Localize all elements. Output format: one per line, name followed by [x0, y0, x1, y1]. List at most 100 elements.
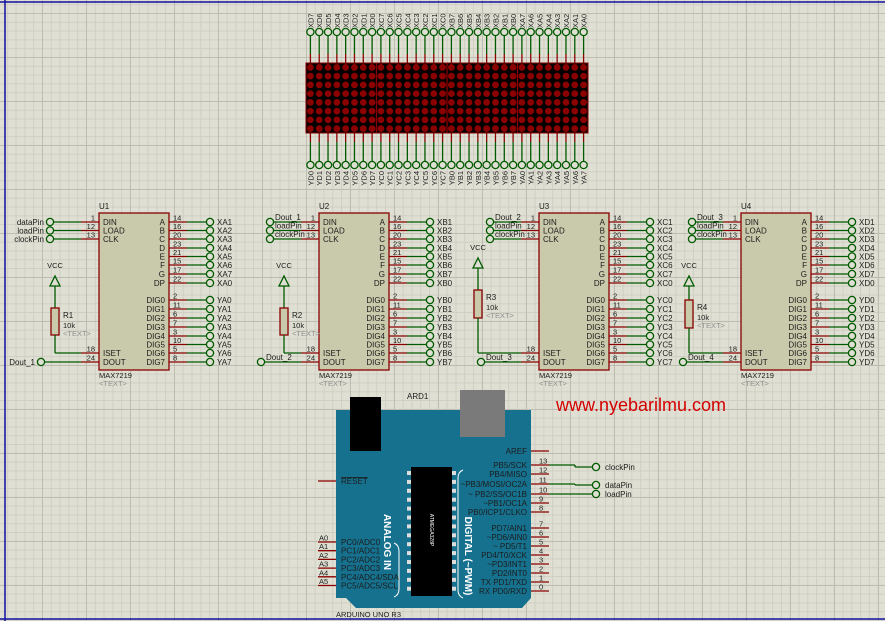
output-terminal[interactable]	[645, 322, 655, 332]
matrix-column-terminal[interactable]	[508, 27, 518, 37]
matrix-column-terminal[interactable]	[411, 27, 421, 37]
output-terminal[interactable]	[425, 357, 435, 367]
output-terminal[interactable]	[205, 243, 215, 253]
matrix-column-terminal[interactable]	[535, 27, 544, 37]
matrix-row-terminal[interactable]	[544, 160, 553, 170]
chip-body[interactable]	[98, 212, 170, 371]
matrix-row-terminal[interactable]	[376, 160, 386, 170]
output-terminal[interactable]	[205, 234, 215, 244]
matrix-column-terminal[interactable]	[385, 27, 394, 37]
output-terminal[interactable]	[645, 226, 655, 235]
output-terminal[interactable]	[847, 269, 857, 279]
output-terminal[interactable]	[425, 304, 435, 314]
output-terminal[interactable]	[205, 260, 215, 270]
output-terminal[interactable]	[205, 226, 215, 235]
output-terminal[interactable]	[205, 295, 215, 305]
output-terminal[interactable]	[847, 243, 857, 253]
dout-terminal[interactable]	[678, 357, 688, 367]
output-terminal[interactable]	[645, 252, 655, 261]
output-terminal[interactable]	[205, 357, 215, 367]
output-terminal[interactable]	[425, 331, 435, 341]
output-terminal[interactable]	[425, 295, 435, 305]
matrix-row-terminal[interactable]	[314, 160, 324, 170]
matrix-row-terminal[interactable]	[455, 160, 465, 170]
output-terminal[interactable]	[425, 226, 435, 235]
output-terminal[interactable]	[645, 295, 655, 305]
output-terminal[interactable]	[847, 331, 857, 341]
output-terminal[interactable]	[425, 217, 435, 227]
matrix-row-terminal[interactable]	[420, 160, 430, 170]
output-terminal[interactable]	[847, 295, 857, 305]
matrix-row-terminal[interactable]	[482, 160, 491, 170]
resistor-r4[interactable]	[684, 299, 694, 329]
dout-terminal[interactable]	[476, 357, 486, 367]
output-terminal[interactable]	[205, 252, 215, 261]
output-terminal[interactable]	[425, 234, 435, 244]
output-terminal[interactable]	[205, 340, 215, 349]
matrix-row-terminal[interactable]	[552, 160, 562, 170]
matrix-column-terminal[interactable]	[500, 27, 509, 37]
arduino-net-terminal[interactable]	[591, 489, 601, 499]
output-terminal[interactable]	[205, 217, 215, 227]
output-terminal[interactable]	[645, 278, 655, 288]
matrix-row-terminal[interactable]	[517, 160, 527, 170]
matrix-row-terminal[interactable]	[350, 160, 359, 170]
output-terminal[interactable]	[205, 331, 215, 341]
output-terminal[interactable]	[425, 260, 435, 270]
matrix-row-terminal[interactable]	[323, 160, 333, 170]
output-terminal[interactable]	[645, 340, 655, 349]
matrix-row-terminal[interactable]	[500, 160, 509, 170]
matrix-row-terminal[interactable]	[306, 160, 315, 170]
matrix-column-terminal[interactable]	[323, 27, 333, 37]
matrix-row-terminal[interactable]	[579, 160, 588, 170]
matrix-column-terminal[interactable]	[367, 27, 377, 37]
output-terminal[interactable]	[425, 243, 435, 253]
matrix-row-terminal[interactable]	[464, 160, 474, 170]
matrix-row-terminal[interactable]	[535, 160, 544, 170]
matrix-row-terminal[interactable]	[508, 160, 518, 170]
resistor-r1[interactable]	[50, 307, 60, 336]
output-terminal[interactable]	[847, 357, 857, 367]
input-terminal[interactable]	[485, 226, 495, 235]
output-terminal[interactable]	[645, 243, 655, 253]
input-terminal[interactable]	[687, 234, 697, 244]
output-terminal[interactable]	[847, 322, 857, 332]
output-terminal[interactable]	[847, 340, 857, 349]
resistor-r2[interactable]	[279, 307, 289, 336]
matrix-row-terminal[interactable]	[359, 160, 368, 170]
matrix-column-terminal[interactable]	[306, 27, 315, 37]
matrix-row-terminal[interactable]	[526, 160, 535, 170]
matrix-column-terminal[interactable]	[482, 27, 491, 37]
matrix-column-terminal[interactable]	[394, 27, 403, 37]
matrix-column-terminal[interactable]	[561, 27, 571, 37]
output-terminal[interactable]	[425, 313, 435, 323]
matrix-row-terminal[interactable]	[394, 160, 403, 170]
matrix-column-terminal[interactable]	[403, 27, 412, 37]
matrix-column-terminal[interactable]	[455, 27, 465, 37]
matrix-row-terminal[interactable]	[429, 160, 439, 170]
output-terminal[interactable]	[425, 340, 435, 349]
input-terminal[interactable]	[687, 226, 697, 235]
matrix-column-terminal[interactable]	[341, 27, 350, 37]
output-terminal[interactable]	[847, 304, 857, 314]
output-terminal[interactable]	[847, 348, 857, 358]
matrix-column-terminal[interactable]	[544, 27, 553, 37]
matrix-row-terminal[interactable]	[491, 160, 500, 170]
matrix-column-terminal[interactable]	[429, 27, 439, 37]
output-terminal[interactable]	[425, 348, 435, 358]
matrix-row-terminal[interactable]	[367, 160, 377, 170]
output-terminal[interactable]	[645, 304, 655, 314]
output-terminal[interactable]	[425, 269, 435, 279]
matrix-row-terminal[interactable]	[447, 160, 456, 170]
input-terminal[interactable]	[687, 217, 697, 227]
matrix-column-terminal[interactable]	[464, 27, 474, 37]
output-terminal[interactable]	[205, 313, 215, 323]
output-terminal[interactable]	[645, 234, 655, 244]
matrix-column-terminal[interactable]	[579, 27, 588, 37]
output-terminal[interactable]	[645, 260, 655, 270]
matrix-row-terminal[interactable]	[385, 160, 394, 170]
